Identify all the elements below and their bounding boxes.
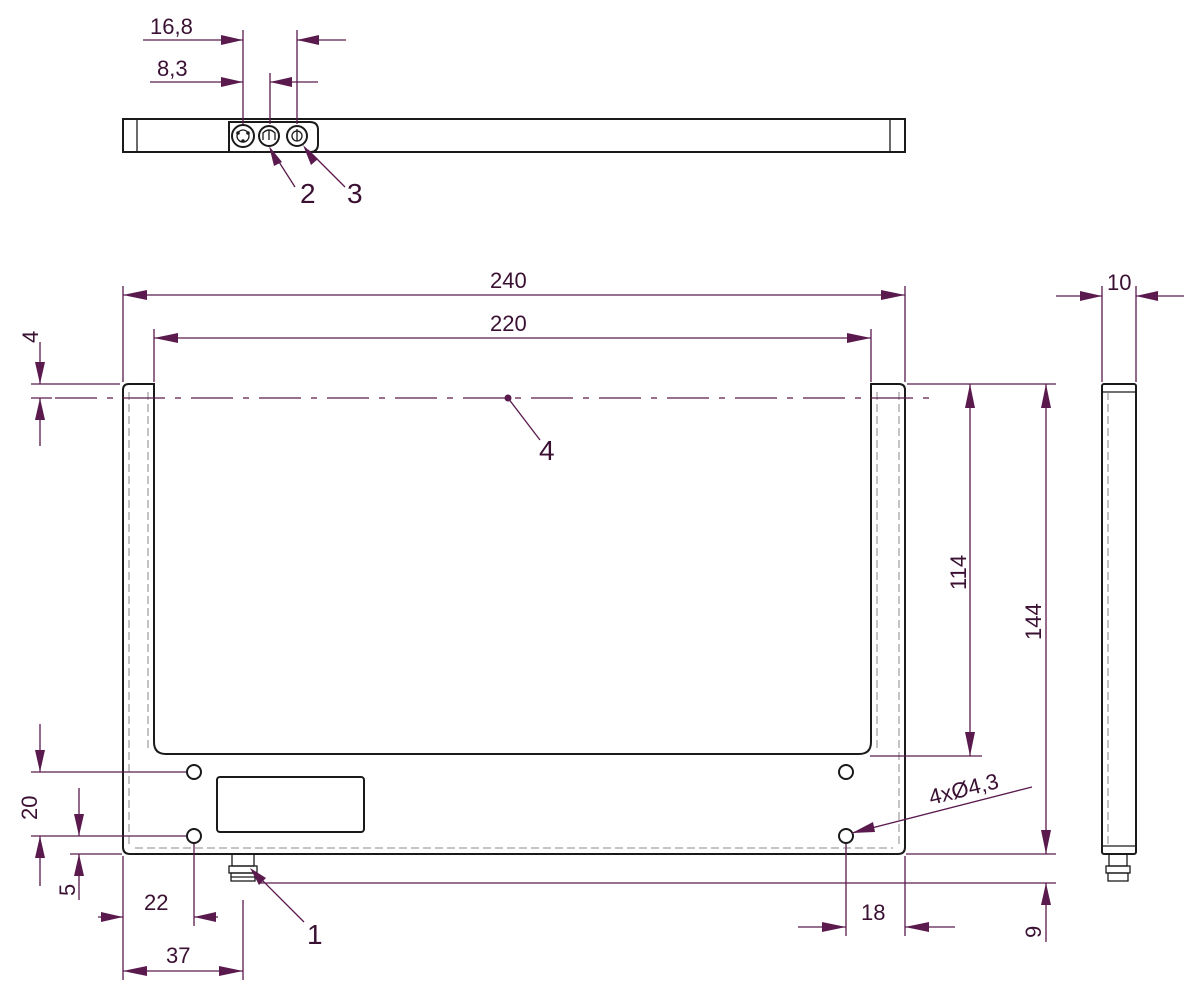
connector-1-icon [231, 124, 255, 148]
hole-spec: 4xØ4,3 [926, 768, 1001, 809]
top-view-body [122, 118, 906, 153]
dim-10: 10 [1107, 270, 1131, 295]
mounting-hole-icon [186, 764, 202, 780]
side-view-body [1101, 383, 1137, 855]
dim-144: 144 [1021, 603, 1046, 640]
bottom-connector-icon [228, 853, 258, 882]
dim-16-8: 16,8 [150, 14, 193, 39]
dim-240: 240 [490, 268, 527, 293]
mounting-hole-icon [186, 828, 202, 844]
connector-2-icon [258, 125, 280, 147]
dim-18: 18 [861, 900, 885, 925]
callout-1: 1 [307, 919, 323, 950]
dim-5: 5 [55, 884, 80, 896]
callout-3: 3 [347, 178, 363, 209]
dim-20: 20 [17, 796, 42, 820]
dim-9: 9 [1021, 926, 1046, 938]
dim-8-3: 8,3 [157, 56, 188, 81]
dim-220: 220 [490, 311, 527, 336]
dim-22: 22 [144, 890, 168, 915]
dim-37: 37 [166, 943, 190, 968]
dim-4: 4 [18, 331, 43, 343]
callout-4: 4 [539, 435, 555, 466]
top-view: 16,8 8,3 2 3 [122, 14, 906, 209]
callout-2: 2 [300, 178, 316, 209]
mounting-hole-icon [838, 828, 854, 844]
dim-114: 114 [946, 555, 971, 590]
mounting-hole-icon [838, 764, 854, 780]
connector-housing [228, 121, 319, 153]
side-view: 10 [1056, 270, 1184, 882]
front-view: 4 240 220 4 114 144 [17, 268, 1056, 980]
label-plate [216, 776, 365, 833]
frame-outline [122, 383, 906, 855]
side-connector-icon [1105, 853, 1131, 882]
connector-3-icon [286, 125, 308, 147]
